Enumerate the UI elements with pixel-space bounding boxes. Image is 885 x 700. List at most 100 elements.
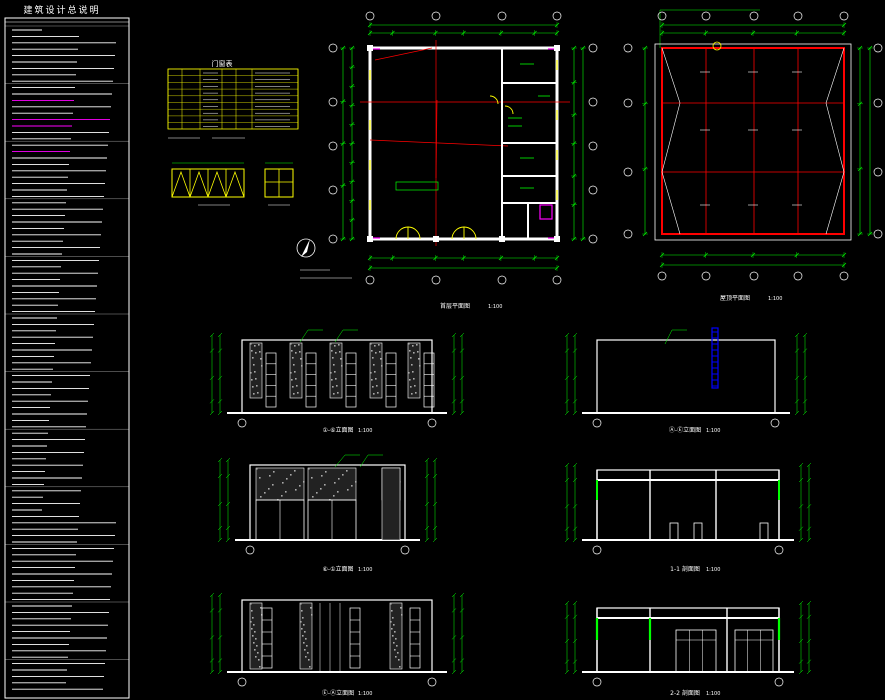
caption-elev-a: ①-⑥立面图 [323, 426, 354, 434]
height-tick [209, 375, 215, 381]
cladding-speck [268, 488, 270, 490]
scale-elev-c: 1:100 [358, 567, 372, 573]
roof-hatch-icon [712, 41, 722, 51]
cladding-speck [337, 491, 339, 493]
height-tick [225, 473, 231, 479]
cladding-speck [339, 351, 341, 353]
height-tick [459, 348, 465, 353]
cladding-speck [258, 344, 260, 346]
stone-cladding [249, 602, 263, 670]
height-tick [217, 525, 223, 531]
cladding-speck [272, 484, 274, 486]
cladding-speck [413, 378, 415, 380]
cladding-speck [250, 621, 252, 623]
axis-bubble [701, 11, 711, 21]
height-tick [459, 669, 465, 675]
cladding-speck [373, 393, 375, 395]
cladding-speck [381, 365, 383, 367]
plan-room-label-box [395, 181, 439, 191]
height-tick [209, 658, 215, 663]
cladding-speck [391, 628, 393, 630]
height-tick [572, 348, 578, 353]
stone-cladding [369, 342, 383, 399]
height-tick [802, 375, 808, 381]
height-tick [802, 332, 808, 338]
height-tick [564, 669, 570, 675]
cladding-speck [398, 659, 400, 661]
height-tick [451, 348, 457, 353]
height-tick [432, 501, 438, 507]
height-tick [806, 537, 812, 543]
cladding-speck [303, 642, 305, 644]
cladding-speck [257, 392, 259, 394]
cladding-speck [331, 379, 333, 381]
axis-bubble [749, 11, 759, 21]
cladding-speck [341, 365, 343, 367]
height-tick [459, 375, 465, 381]
cladding-speck [342, 474, 344, 476]
cladding-speck [293, 393, 295, 395]
scale-elev-d: 1:100 [358, 691, 372, 697]
axis-bubble [552, 275, 562, 285]
cladding-speck [300, 603, 302, 605]
stair-ladder [711, 327, 719, 389]
axis-bubble [237, 418, 247, 428]
cladding-speck [294, 345, 296, 347]
height-tick [225, 457, 231, 463]
cladding-speck [295, 489, 297, 491]
stone-cladding [289, 342, 303, 399]
cladding-speck [311, 614, 313, 616]
cladding-speck [301, 610, 303, 612]
cladding-speck [291, 350, 293, 352]
scale-elev-a: 1:100 [358, 428, 372, 434]
scale-section-22: 1:100 [706, 691, 720, 697]
axis-bubble [328, 234, 338, 244]
cladding-speck [334, 482, 336, 484]
cladding-speck [401, 614, 403, 616]
cladding-speck [355, 481, 357, 483]
cladding-speck [336, 385, 338, 387]
cladding-speck [254, 631, 256, 633]
plan-doors [395, 95, 514, 240]
floor-plan: 首层平面图 1:100 [328, 11, 598, 310]
cladding-speck [255, 638, 257, 640]
height-tick [432, 473, 438, 479]
height-tick [209, 669, 215, 675]
height-tick [806, 600, 812, 606]
height-tick [798, 504, 804, 509]
annotation-leader [359, 454, 383, 468]
height-tick [459, 608, 465, 613]
cladding-speck [378, 344, 380, 346]
door-window-schedule: 门窗表 [167, 59, 299, 139]
stone-cladding [299, 602, 313, 670]
height-tick [572, 477, 578, 483]
cladding-speck [295, 352, 297, 354]
section-door [669, 522, 679, 541]
height-tick [806, 669, 812, 675]
axis-bubble [873, 167, 883, 177]
cladding-speck [417, 351, 419, 353]
cladding-speck [292, 386, 294, 388]
axis-bubble [365, 275, 375, 285]
cladding-speck [320, 488, 322, 490]
height-tick [451, 399, 457, 404]
height-tick [424, 537, 430, 543]
cladding-speck [311, 477, 313, 479]
roof-caption: 屋顶平面图 [720, 295, 750, 302]
cladding-speck [254, 649, 256, 651]
cladding-pier [381, 467, 401, 541]
caption-elev-b: Ⓐ-Ⓔ立面图 [669, 426, 701, 434]
cladding-speck [299, 351, 301, 353]
axis-bubble [793, 11, 803, 21]
height-tick [217, 669, 223, 675]
cladding-speck [250, 372, 252, 374]
cladding-speck [258, 659, 260, 661]
height-tick [564, 659, 570, 664]
height-tick [798, 669, 804, 675]
height-tick [564, 477, 570, 483]
axis-bubble [245, 545, 255, 555]
height-tick [798, 614, 804, 619]
roof-outline [661, 47, 845, 235]
cladding-speck [250, 603, 252, 605]
height-tick [451, 332, 457, 338]
